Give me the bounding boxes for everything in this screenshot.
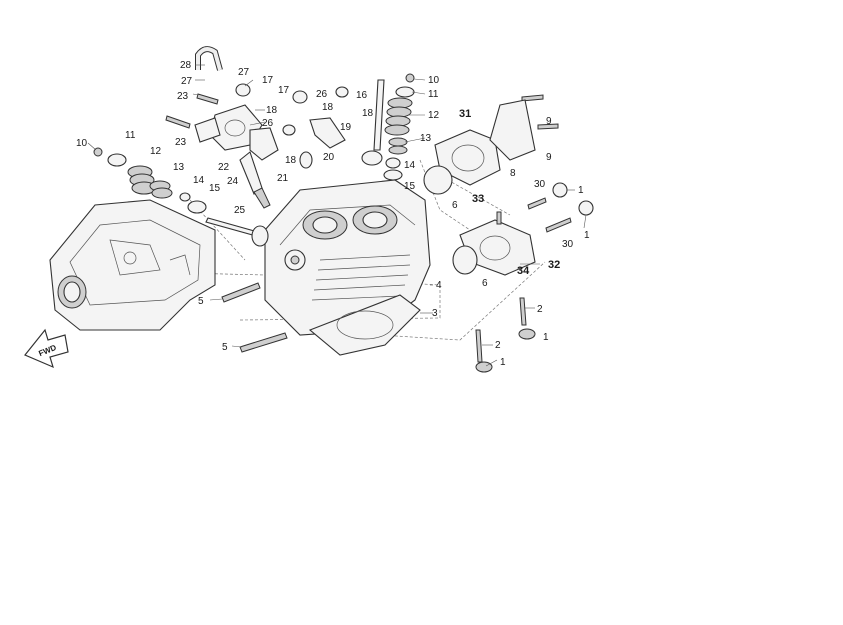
callout-14: 14 (404, 160, 416, 171)
callout-32: 32 (548, 259, 560, 271)
callout-3: 3 (432, 308, 438, 319)
flange-nuts (475, 182, 594, 373)
intake-valve-assembly (361, 73, 415, 181)
callout-6: 6 (482, 278, 488, 289)
callout-1: 1 (578, 185, 584, 196)
thermostat-housing (194, 104, 279, 161)
valve-spring-left (93, 147, 207, 214)
callout-18: 18 (285, 155, 297, 166)
callout-25: 25 (234, 205, 246, 216)
callout-11: 11 (428, 89, 439, 100)
callout-24: 24 (227, 176, 239, 187)
callout-33: 33 (472, 193, 484, 205)
water-hose (195, 46, 223, 71)
callout-2: 2 (495, 340, 501, 351)
callout-18: 18 (266, 105, 278, 116)
callout-30: 30 (562, 239, 574, 250)
callout-13: 13 (420, 133, 432, 144)
callout-14: 14 (193, 175, 205, 186)
callout-9: 9 (546, 116, 552, 127)
temp-sensors (235, 83, 349, 169)
callout-15: 15 (209, 183, 221, 194)
callout-16: 16 (356, 90, 368, 101)
callout-27: 27 (238, 67, 250, 78)
callout-22: 22 (218, 162, 230, 173)
callout-labels: 1 1 1 1 2 2 3 4 5 5 6 6 8 9 9 10 10 11 1… (76, 60, 590, 368)
callout-17: 17 (262, 75, 274, 86)
callout-26: 26 (316, 89, 328, 100)
callout-11: 11 (125, 130, 136, 141)
callout-5: 5 (222, 342, 228, 353)
head-gasket (308, 294, 421, 356)
fwd-arrow-icon: FWD (24, 328, 69, 369)
callout-1: 1 (584, 230, 590, 241)
callout-6: 6 (452, 200, 458, 211)
callout-26: 26 (262, 118, 274, 129)
callout-5: 5 (198, 296, 204, 307)
callout-18: 18 (322, 102, 334, 113)
callout-10: 10 (428, 75, 440, 86)
valve-cover (49, 199, 216, 331)
callout-9: 9 (546, 152, 552, 163)
callout-23: 23 (175, 137, 187, 148)
callout-4: 4 (436, 280, 442, 291)
callout-30: 30 (534, 179, 546, 190)
callout-28: 28 (180, 60, 192, 71)
bolts (165, 93, 559, 130)
callout-15: 15 (404, 181, 416, 192)
cylinder-studs (221, 197, 572, 363)
callout-34: 34 (517, 265, 530, 277)
exhaust-valve (205, 217, 269, 247)
callout-12: 12 (150, 146, 162, 157)
callout-21: 21 (277, 173, 289, 184)
callout-1: 1 (543, 332, 549, 343)
callout-27: 27 (181, 76, 193, 87)
callout-2: 2 (537, 304, 543, 315)
intake-manifold-lower (452, 211, 536, 276)
callout-12: 12 (428, 110, 440, 121)
callout-18: 18 (362, 108, 374, 119)
intake-manifold-upper (423, 99, 536, 195)
callout-20: 20 (323, 152, 335, 163)
leader-lines (87, 64, 587, 367)
cylinder-head (264, 179, 431, 336)
callout-13: 13 (173, 162, 185, 173)
callout-19: 19 (340, 122, 352, 133)
callout-10: 10 (76, 138, 88, 149)
callout-31: 31 (459, 108, 471, 120)
callout-23: 23 (177, 91, 189, 102)
spark-plug (239, 151, 271, 209)
callout-17: 17 (278, 85, 290, 96)
callout-1: 1 (500, 357, 506, 368)
callout-8: 8 (510, 168, 516, 179)
